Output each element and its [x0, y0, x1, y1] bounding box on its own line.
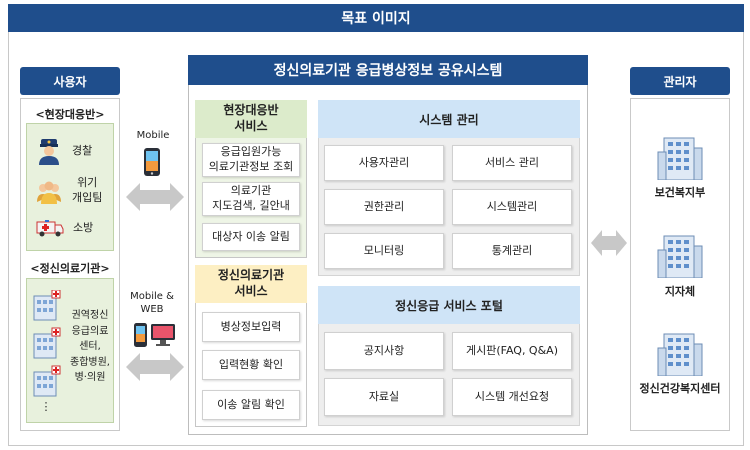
- smartphone-icon: [144, 148, 160, 176]
- system-admin-item[interactable]: 권한관리: [324, 189, 444, 225]
- system-admin-header: 시스템 관리: [318, 100, 580, 138]
- crisis-team-icon: [37, 181, 61, 204]
- police-label: 경찰: [72, 143, 93, 157]
- page-title-bar: 목표 이미지: [8, 4, 744, 32]
- mobile-web-caption: Mobile & WEB: [130, 291, 174, 315]
- office-building-icon: [657, 137, 703, 180]
- crisis-team-item: 위기 개입팀: [36, 172, 108, 210]
- portal-item[interactable]: 시스템 개선요청: [452, 378, 572, 416]
- portal-item[interactable]: 공지사항: [324, 332, 444, 370]
- phone-and-monitor-icon: [134, 323, 175, 347]
- system-title-bar: 정신의료기관 응급병상정보 공유시스템: [188, 55, 588, 85]
- admin-double-arrow: [591, 230, 627, 256]
- ambulance-icon: [36, 220, 64, 237]
- institution-service-title: 정신의료기관 서비스: [217, 268, 285, 298]
- crisis-team-label: 위기 개입팀: [72, 176, 103, 204]
- fire-label: 소방: [73, 220, 94, 234]
- system-admin-item[interactable]: 통계관리: [452, 233, 572, 269]
- mobile-caption: Mobile: [136, 130, 170, 141]
- field-team-label: <현장대응반>: [35, 108, 105, 121]
- field-service-item[interactable]: 응급입원가능 의료기관정보 조회: [202, 143, 300, 177]
- system-admin-item[interactable]: 모니터링: [324, 233, 444, 269]
- system-admin-item[interactable]: 서비스 관리: [452, 145, 572, 181]
- field-service-item[interactable]: 의료기관 지도검색, 길안내: [202, 182, 300, 216]
- users-title: 사용자: [53, 74, 87, 89]
- portal-title: 정신응급 서비스 포털: [395, 298, 503, 313]
- field-service-title: 현장대응반 서비스: [223, 103, 279, 133]
- office-building-icon: [657, 235, 703, 278]
- field-service-header: 현장대응반 서비스: [195, 100, 307, 138]
- system-admin-item[interactable]: 시스템관리: [452, 189, 572, 225]
- page-title: 목표 이미지: [341, 11, 411, 27]
- field-service-item[interactable]: 대상자 이송 알림: [202, 223, 300, 251]
- fire-item: 소방: [36, 214, 108, 242]
- admin-label: 보건복지부: [654, 186, 706, 199]
- office-building-icon: [657, 333, 703, 376]
- system-admin-item[interactable]: 사용자관리: [324, 145, 444, 181]
- institution-service-item[interactable]: 병상정보입력: [202, 312, 300, 342]
- institution-types: 권역정신 응급의료 센터, 종합병원, 병·의원: [70, 310, 110, 383]
- police-item: 경찰: [36, 134, 108, 168]
- portal-header: 정신응급 서비스 포털: [318, 286, 580, 324]
- hospital-buildings-icon: [33, 290, 61, 397]
- institution-service-header: 정신의료기관 서비스: [195, 265, 307, 303]
- system-title: 정신의료기관 응급병상정보 공유시스템: [273, 63, 503, 79]
- diagram-frame: [8, 32, 744, 446]
- admins-title: 관리자: [663, 74, 697, 89]
- admins-header: 관리자: [630, 67, 730, 95]
- institution-more-ellipsis: ⋮: [40, 400, 52, 413]
- institution-label: <정신의료기관>: [30, 262, 110, 275]
- users-header: 사용자: [20, 67, 120, 95]
- portal-item[interactable]: 자료실: [324, 378, 444, 416]
- admin-label: 지자체: [664, 285, 696, 298]
- system-admin-title: 시스템 관리: [419, 112, 479, 127]
- portal-item[interactable]: 게시판(FAQ, Q&A): [452, 332, 572, 370]
- institution-service-item[interactable]: 이송 알림 확인: [202, 390, 300, 420]
- police-officer-icon: [39, 139, 59, 165]
- mobile-web-double-arrow: [126, 353, 184, 381]
- institution-service-item[interactable]: 입력현황 확인: [202, 350, 300, 380]
- mobile-double-arrow: [126, 183, 184, 211]
- admin-label: 정신건강복지센터: [639, 382, 721, 395]
